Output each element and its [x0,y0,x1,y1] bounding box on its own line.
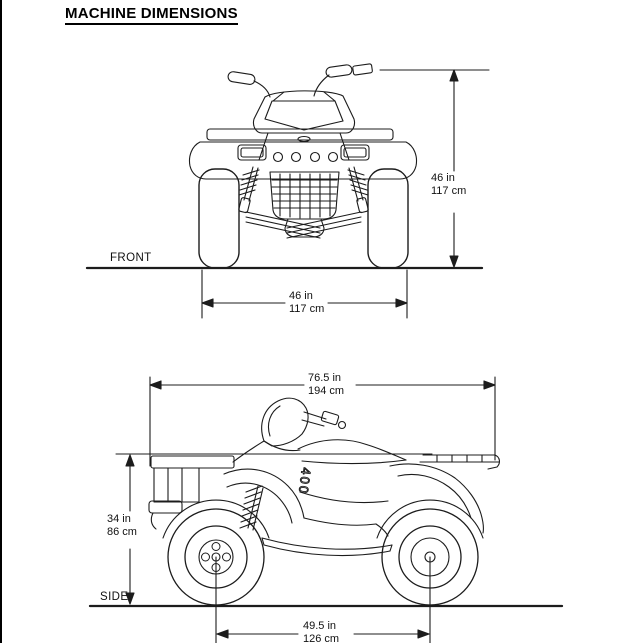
front-width-inches: 46 in [289,290,313,302]
side-front-rack [148,455,235,530]
right-headlight [340,144,370,161]
side-shock-absorber [239,485,264,531]
side-length-inches: 76.5 in [308,372,342,384]
side-wheelbase-inches: 49.5 in [303,620,337,632]
side-view-label: SIDE [100,591,129,603]
side-view-drawing: 400 [88,397,564,608]
left-headlight [237,144,267,161]
front-view-label: FRONT [110,252,152,264]
headlight-pod [252,90,356,161]
side-handlebar-pod [261,397,347,447]
side-seat [263,439,407,465]
side-front-fender [162,440,305,539]
front-grille [269,171,340,238]
front-right-tire [367,168,409,269]
side-height-cm: 86 cm [107,526,137,538]
side-body-panels [261,491,393,557]
front-left-tire [198,168,240,269]
front-rack [206,128,394,141]
side-length-cm: 194 cm [308,385,345,397]
model-badge: 400 [296,467,314,496]
side-height-label: 34 in 86 cm [105,513,139,539]
side-length-label: 76.5 in 194 cm [306,372,347,398]
front-view-drawing [85,63,484,270]
front-width-cm: 117 cm [289,303,325,315]
front-height-inches: 46 in [431,172,455,184]
side-wheelbase-cm: 126 cm [303,633,340,643]
side-height-inches: 34 in [107,513,131,525]
front-height-dimension [379,69,490,268]
front-width-dimension [201,269,408,319]
page-title: MACHINE DIMENSIONS [65,5,238,25]
side-wheelbase-label: 49.5 in 126 cm [301,620,342,643]
front-height-cm: 117 cm [431,185,467,197]
front-width-label: 46 in 117 cm [287,290,327,316]
front-body [188,141,418,180]
handlebars [227,63,373,98]
front-suspension [238,166,369,239]
side-rear-rack [419,454,500,470]
side-wheelbase-dimension [215,556,431,643]
front-height-label: 46 in 117 cm [429,172,469,198]
side-length-dimension [149,376,496,467]
side-height-dimension [115,453,433,605]
side-rear-fender [376,463,484,539]
